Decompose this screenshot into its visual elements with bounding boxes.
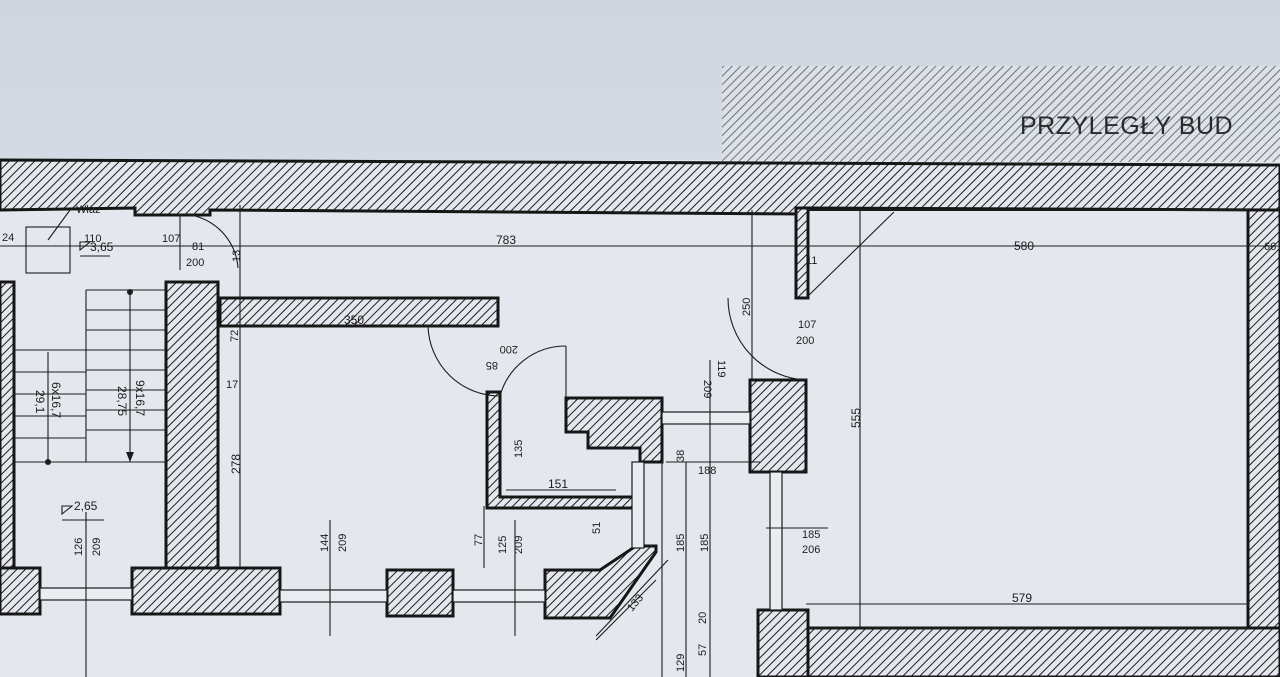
level-365: 3,65 (90, 240, 114, 254)
dim-51: 51 (591, 522, 603, 534)
dim-17: 17 (226, 379, 238, 391)
chimney-label: Właz (76, 204, 100, 216)
dim-206: 206 (802, 544, 820, 556)
dim-185a: 185 (675, 534, 687, 552)
dim-107b: 107 (798, 319, 816, 331)
window-pillar (769, 471, 783, 611)
room-top-wall (218, 296, 500, 328)
dim-278: 278 (229, 454, 243, 474)
level-265: 2,65 (74, 499, 98, 513)
level-mark-mid (61, 505, 104, 521)
dim-185b: 185 (699, 534, 711, 552)
stair-length-a: 28,75 (115, 386, 129, 416)
stair-steps-b: 6x16,7 (49, 382, 63, 418)
left-edge-wall (0, 280, 16, 584)
stair-wall (164, 280, 220, 574)
dim-72: 72 (229, 330, 241, 342)
door-swings (179, 211, 895, 398)
bottom-pier (385, 568, 455, 618)
dim-209d: 209 (513, 536, 525, 554)
dim-38: 38 (675, 450, 687, 462)
dim-24: 24 (2, 232, 14, 244)
dimension-labels: 24 110 3,65 107 81 200 13 783 580 66 11 … (2, 232, 1276, 672)
dim-13: 13 (231, 250, 243, 262)
dim-119: 119 (715, 360, 727, 378)
dim-110: 110 (84, 233, 102, 245)
right-wall (1246, 208, 1280, 637)
dim-66: 66 (1264, 241, 1276, 253)
dim-151: 151 (548, 477, 568, 491)
dim-783: 783 (496, 233, 516, 247)
pillar-bottom (756, 608, 810, 677)
left-bottom-wall (0, 566, 42, 616)
dim-209b: 209 (91, 538, 103, 556)
top-exterior-wall (0, 158, 1280, 217)
dim-57: 57 (697, 644, 709, 656)
dim-125: 125 (497, 536, 509, 554)
dim-200c: 200 (500, 343, 518, 355)
dim-200a: 200 (186, 257, 204, 269)
dim-580: 580 (1014, 239, 1034, 253)
window-closet (661, 411, 751, 425)
pillar-right (748, 378, 808, 474)
dim-144: 144 (319, 534, 331, 552)
staircase (14, 289, 166, 465)
bay-corner-wall (543, 544, 658, 620)
bottom-wall-a (130, 566, 282, 616)
dim-107a: 107 (162, 233, 180, 245)
dim-11: 11 (806, 255, 817, 267)
dim-250: 250 (741, 298, 753, 316)
dim-129: 129 (675, 654, 687, 672)
window-mid-b (452, 589, 546, 603)
bottom-right-wall (806, 626, 1280, 677)
dim-209a: 209 (701, 380, 713, 398)
room-outlines (239, 205, 1248, 677)
window-vertical (631, 461, 645, 549)
stair-length-b: 29,1 (33, 390, 47, 414)
dim-20: 20 (697, 612, 709, 624)
stair-steps-a: 9x16,7 (133, 380, 147, 416)
level-mark-top (79, 241, 110, 257)
dim-185c: 185 (802, 529, 820, 541)
dim-77: 77 (473, 534, 485, 546)
dim-81: 81 (192, 241, 204, 253)
adjacent-building-hatch (722, 66, 1280, 162)
partition-wall-top (794, 206, 810, 300)
adjacent-building-label: PRZYLEGŁY BUD (1020, 112, 1233, 140)
window-mid-a (279, 589, 388, 603)
dim-135: 135 (513, 440, 525, 458)
dim-350: 350 (344, 313, 364, 327)
chimney-box (25, 226, 71, 274)
dim-85: 85 (486, 359, 498, 371)
dim-188: 188 (698, 465, 716, 477)
dim-555: 555 (849, 408, 863, 428)
dimension-lines (0, 245, 1280, 677)
dim-200b: 200 (796, 335, 814, 347)
dim-579: 579 (1012, 591, 1032, 605)
dim-209c: 209 (337, 534, 349, 552)
dim-126: 126 (73, 538, 85, 556)
